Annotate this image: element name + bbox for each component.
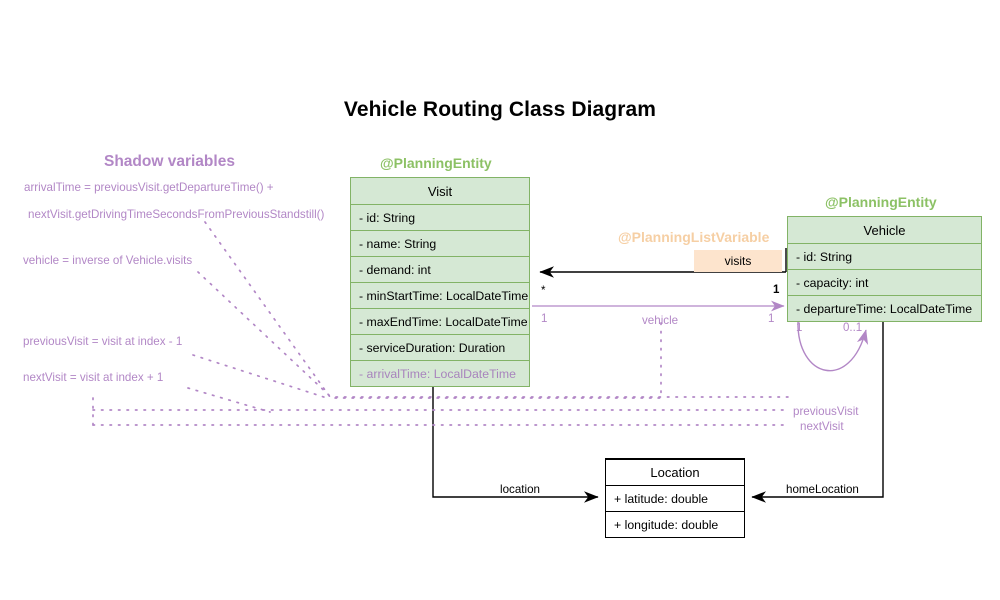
class-field: - id: String [351,204,529,230]
association-location-line [432,386,599,503]
class-field: + latitude: double [606,485,744,511]
nextvisit-label: nextVisit [800,420,844,433]
selfloop-mult-one: 1 [796,322,803,334]
class-name-visit: Visit [427,183,453,199]
class-field: - minStartTime: LocalDateTime [351,282,529,308]
vehicle-mult-target: 1 [768,313,775,325]
class-field: - departureTime: LocalDateTime [788,295,981,321]
class-box-vehicle[interactable]: Vehicle - id: String - capacity: int - d… [787,216,982,322]
shadow-variable-line-arrivaltime-1: arrivalTime = previousVisit.getDeparture… [24,181,274,194]
location-association-label: location [500,483,540,496]
vehicle-association-label: vehicle [642,314,679,327]
class-name-location: Location [606,459,744,485]
class-field: - demand: int [351,256,529,282]
shadow-variable-line-vehicle: vehicle = inverse of Vehicle.visits [23,254,193,267]
class-field-shadow-arrivaltime: - arrivalTime: LocalDateTime [351,360,529,386]
shadow-variables-title: Shadow variables [104,153,235,170]
visits-stereotype: @PlanningListVariable [618,229,770,245]
class-box-visit[interactable]: Visit - id: String - name: String - dema… [350,177,530,387]
previousvisit-label: previousVisit [793,405,859,418]
visit-stereotype: @PlanningEntity [380,155,492,171]
class-field: - name: String [351,230,529,256]
selfloop-mult-zero-one: 0..1 [843,322,863,334]
visits-badge[interactable]: visits [694,250,782,272]
shadow-variable-line-nextvisit: nextVisit = visit at index + 1 [23,371,164,384]
vehicle-stereotype: @PlanningEntity [825,194,937,210]
vehicle-mult-source: 1 [541,313,548,325]
home-location-association-label: homeLocation [786,483,859,496]
class-field: + longitude: double [606,511,744,537]
visits-mult-source: 1 [773,284,780,296]
shadow-variable-line-arrivaltime-2: nextVisit.getDrivingTimeSecondsFromPrevi… [28,208,325,221]
class-field: - capacity: int [788,269,981,295]
visits-mult-target: * [541,285,546,297]
page-title: Vehicle Routing Class Diagram [343,98,657,121]
class-field: - serviceDuration: Duration [351,334,529,360]
class-name-vehicle: Vehicle [863,222,906,238]
class-field: - id: String [788,243,981,269]
class-box-location[interactable]: Location + latitude: double + longitude:… [605,458,745,538]
shadow-variable-line-previousvisit: previousVisit = visit at index - 1 [23,335,183,348]
class-field: - maxEndTime: LocalDateTime [351,308,529,334]
